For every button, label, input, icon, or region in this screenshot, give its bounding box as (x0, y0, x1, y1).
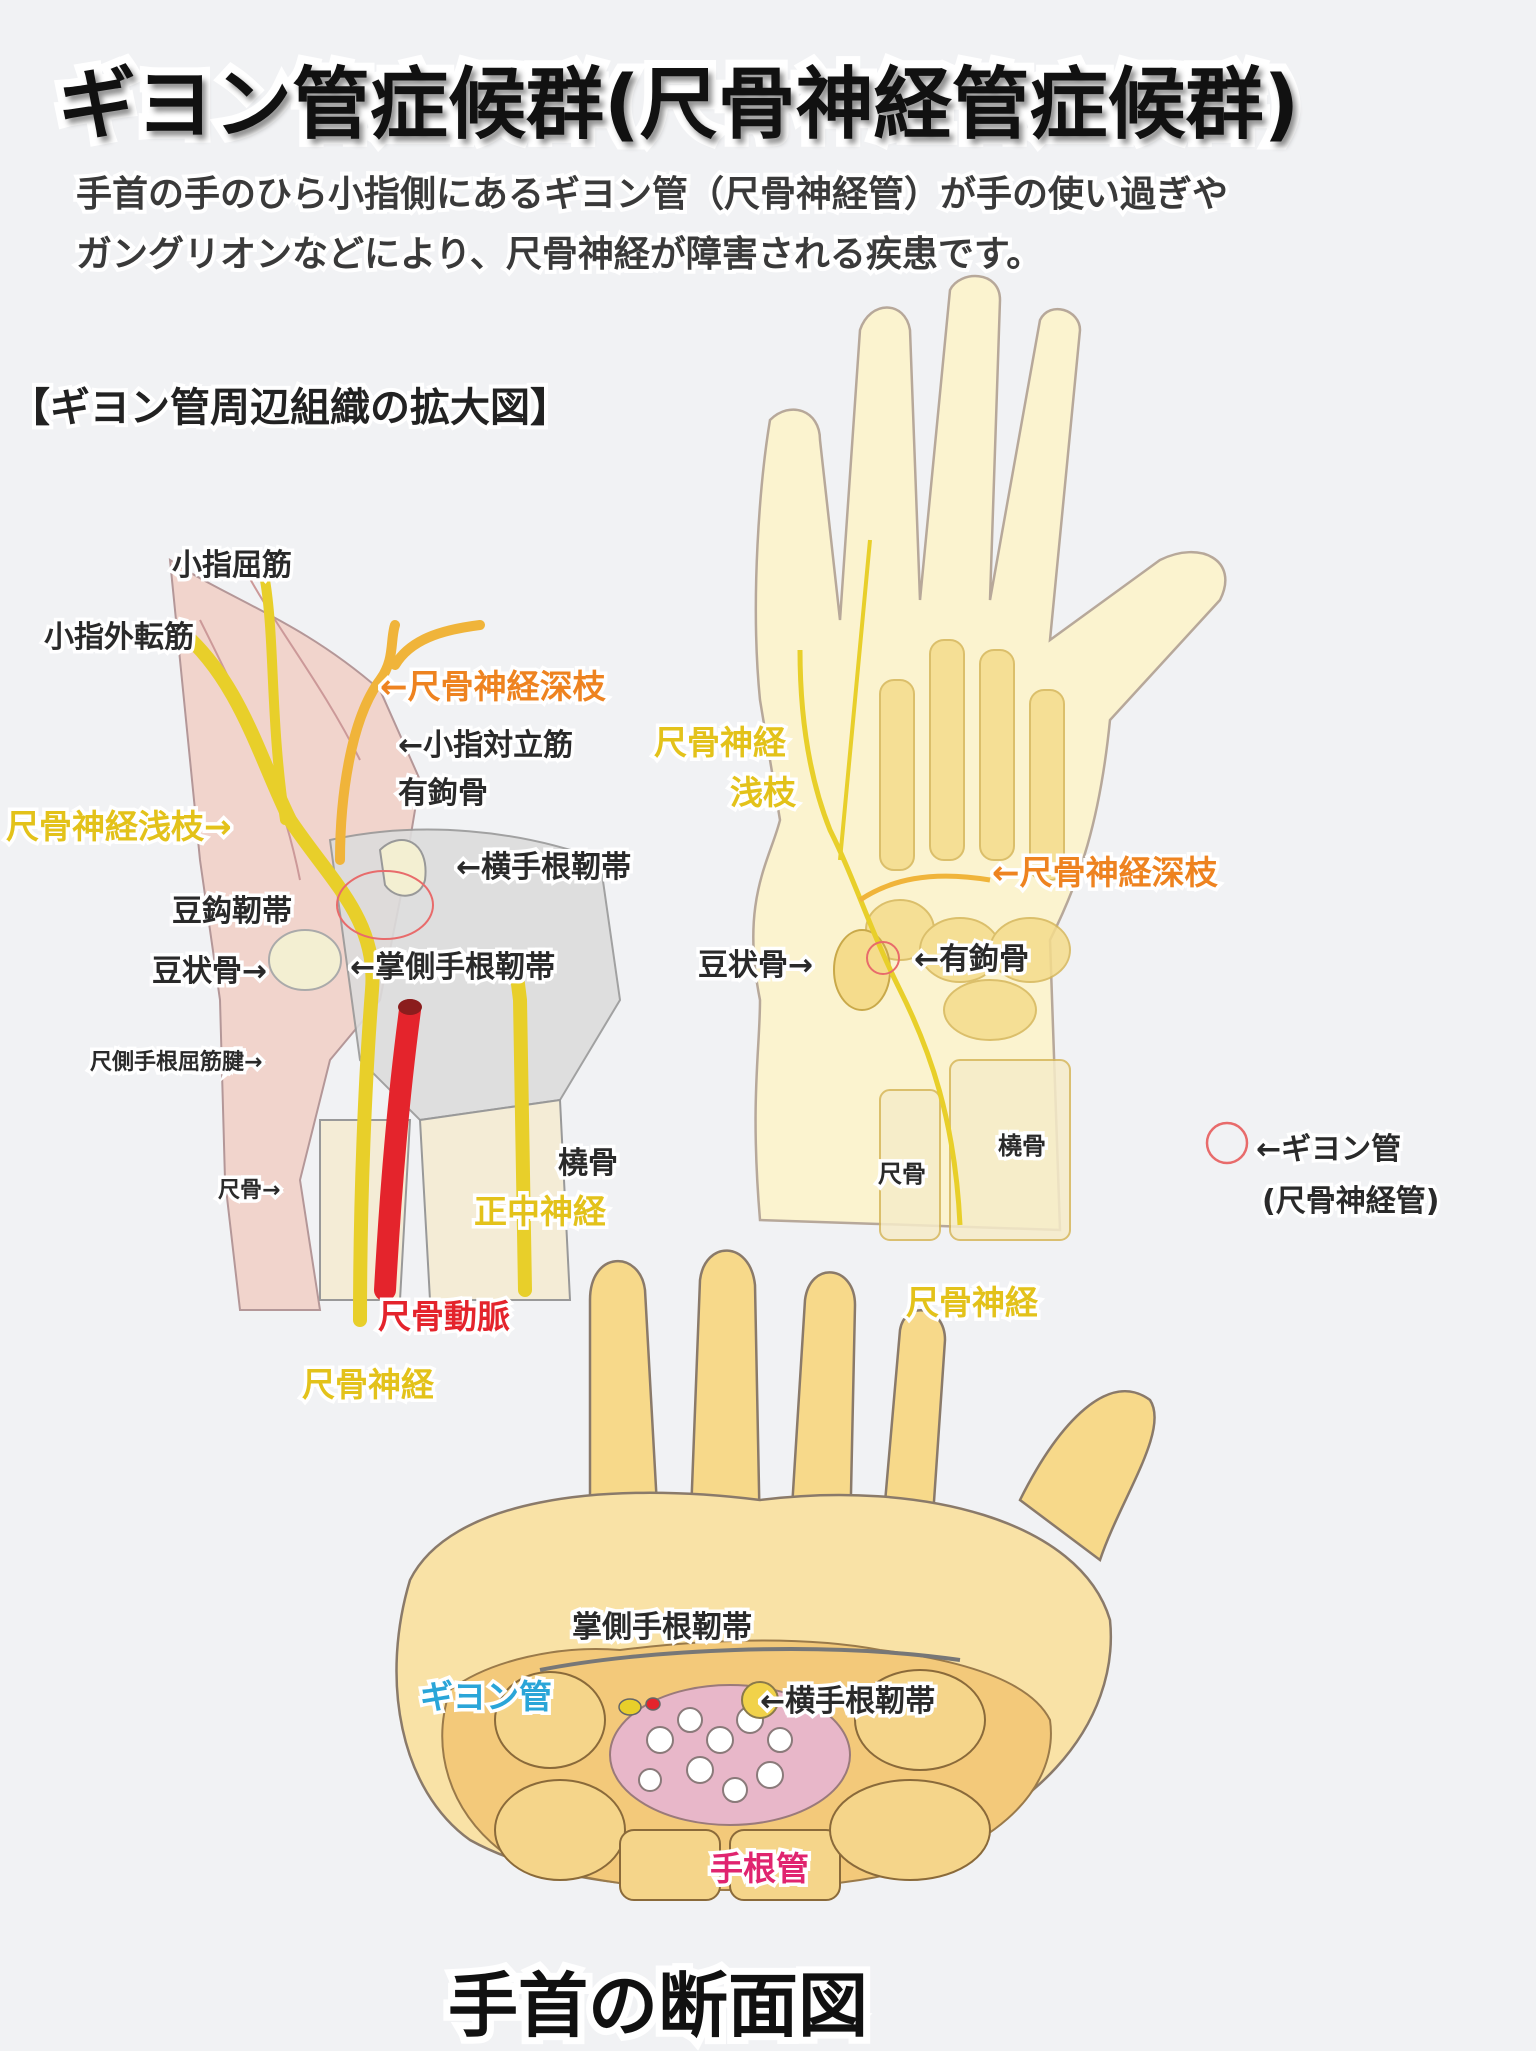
label-cs-palmar-carpal-ligament: 掌側手根靭帯 (569, 1607, 756, 1649)
label-cs-transverse-carpal-ligament: ←横手根靭帯 (756, 1681, 938, 1723)
label-flexor-digiti-minimi: 小指屈筋 (169, 545, 296, 587)
description-line-1: 手首の手のひら小指側にあるギヨン管（尺骨神経管）が手の使い過ぎや (72, 170, 1232, 219)
cross-section-title: 手首の断面図 (441, 1958, 875, 2051)
label-opponens-digiti-minimi: ←小指対立筋 (394, 725, 576, 767)
label-abductor-digiti-minimi: 小指外転筋 (41, 617, 198, 659)
label-ulnar-artery: 尺骨動脈 (375, 1294, 514, 1340)
wrist-cross-section-illustration (395, 1249, 1156, 1901)
label-fcu-tendon: 尺側手根屈筋腱→ (86, 1047, 265, 1079)
label-cs-guyon-canal: ギヨン管 (417, 1674, 556, 1720)
label-cs-carpal-tunnel: 手根管 (707, 1846, 813, 1892)
label-palmar-carpal-ligament: ←掌側手根靭帯 (346, 947, 558, 989)
label-hand-radius: 橈骨 (995, 1129, 1050, 1164)
enlarged-guyon-illustration (168, 557, 622, 1327)
label-hand-hamate: ←有鉤骨 (910, 939, 1032, 981)
label-hamate: 有鉤骨 (395, 773, 492, 815)
guyon-canal-legend-marker (1205, 1121, 1249, 1165)
label-deep-branch: ←尺骨神経深枝 (377, 664, 610, 710)
page-title: ギヨン管症候群(尺骨神経管症候群) (50, 52, 1307, 158)
label-pisiform: 豆状骨→ (148, 951, 270, 993)
label-radius: 橈骨 (555, 1143, 622, 1185)
label-hand-ulna: 尺骨 (875, 1157, 930, 1192)
label-hand-ulnar-nerve: 尺骨神経 (903, 1280, 1042, 1326)
label-hand-pisiform: 豆状骨→ (694, 945, 816, 987)
label-hand-superficial-branch-1: 尺骨神経 (651, 720, 790, 766)
legend-guyon-canal: ←ギヨン管 (1252, 1129, 1404, 1171)
label-transverse-carpal-ligament: ←横手根靭帯 (452, 847, 634, 889)
label-superficial-branch: 尺骨神経浅枝→ (3, 804, 236, 850)
label-hand-superficial-branch-2: 浅枝 (727, 770, 800, 816)
section-title: 【ギヨン管周辺組織の拡大図】 (6, 381, 574, 435)
description-line-2: ガングリオンなどにより、尺骨神経が障害される疾患です。 (72, 230, 1046, 279)
hand-palm-illustration (752, 274, 1227, 1241)
label-median-nerve: 正中神経 (471, 1189, 610, 1235)
label-hand-deep-branch: ←尺骨神経深枝 (989, 850, 1222, 896)
legend-ulnar-nerve-canal: (尺骨神経管) (1258, 1181, 1442, 1223)
label-ulnar-nerve: 尺骨神経 (299, 1362, 438, 1408)
label-ulna: 尺骨→ (214, 1175, 283, 1207)
label-pisohamate-ligament: 豆鈎靭帯 (169, 891, 296, 933)
